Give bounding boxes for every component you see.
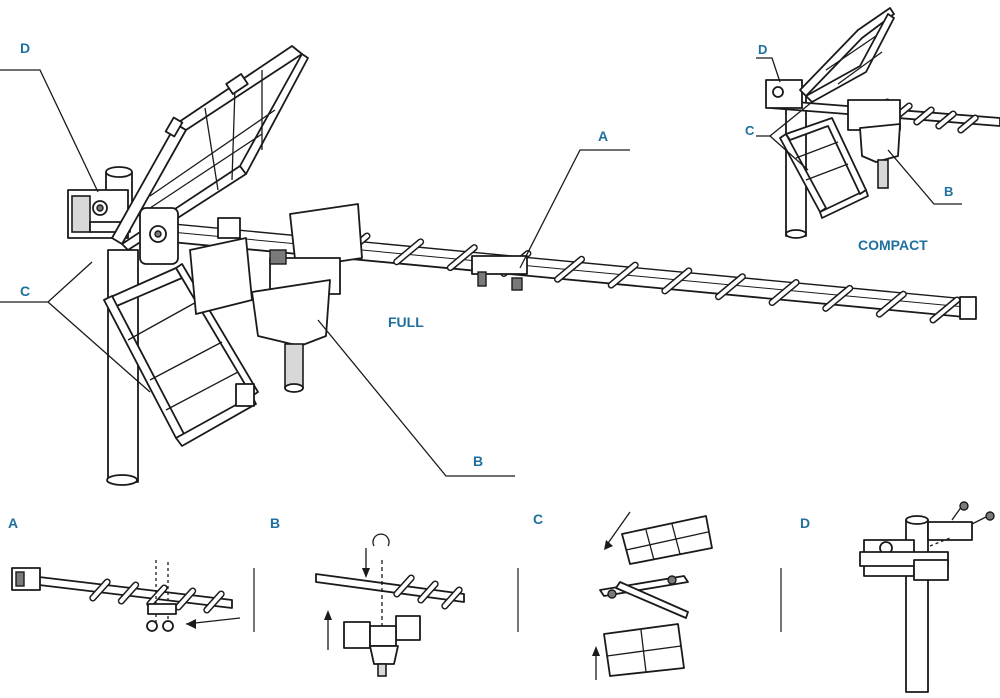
director-rod-fill xyxy=(147,586,167,606)
callout-c-label: C xyxy=(20,283,30,299)
boom-end-cap xyxy=(959,296,977,320)
compact-leader-b xyxy=(887,149,962,205)
mast xyxy=(107,249,139,483)
director-rod-fill xyxy=(119,583,138,603)
compact-callout-d-label: D xyxy=(758,42,767,57)
callout-b-label: B xyxy=(473,453,483,469)
rotate-arrow xyxy=(372,533,390,547)
step-d-illustration xyxy=(859,501,995,693)
compact-upper-reflector xyxy=(799,7,895,103)
director-rod-fill xyxy=(609,263,638,288)
director-rod-fill xyxy=(555,257,584,282)
director-rod-fill xyxy=(662,268,691,293)
director-rod-fill xyxy=(931,298,959,322)
step-d-label: D xyxy=(800,515,810,531)
callout-d-label: D xyxy=(20,40,30,56)
director-rod-fill xyxy=(936,112,956,128)
step-c-label: C xyxy=(533,511,543,527)
leader-d xyxy=(0,69,99,193)
callout-a-label: A xyxy=(598,128,608,144)
full-antenna-illustration xyxy=(0,45,977,486)
director-rod-fill xyxy=(90,580,110,600)
director-rod-fill xyxy=(877,292,906,317)
director-rod-fill xyxy=(823,286,852,311)
compact-lower-reflector xyxy=(779,117,869,219)
mast-base xyxy=(106,474,138,486)
compact-leader-c xyxy=(769,135,809,171)
compact-leader-d xyxy=(756,57,781,83)
director-rod-fill xyxy=(442,588,462,608)
full-caption: FULL xyxy=(388,314,424,330)
dipole-housing xyxy=(189,203,363,393)
director-rod-fill xyxy=(176,589,195,609)
leader-c xyxy=(0,261,93,303)
boom-joint-clamp xyxy=(471,255,528,275)
director-rod-fill xyxy=(958,116,978,132)
director-rod-fill xyxy=(204,592,224,612)
compact-caption: COMPACT xyxy=(858,237,928,253)
step-b-label: B xyxy=(270,515,280,531)
director-rod-fill xyxy=(394,576,414,596)
compact-callout-c-label: C xyxy=(745,123,755,138)
step-a-illustration xyxy=(11,560,241,632)
step-b-illustration xyxy=(315,533,465,677)
director-rod-fill xyxy=(914,108,934,124)
step-a-label: A xyxy=(8,515,18,531)
compact-antenna-illustration xyxy=(756,7,1000,239)
leader-a xyxy=(519,149,630,269)
director-rod-fill xyxy=(394,239,423,264)
director-rod-fill xyxy=(716,274,745,299)
compact-bracket xyxy=(765,79,803,109)
director-rod-fill xyxy=(448,245,477,270)
director-rod-fill xyxy=(770,280,799,305)
leader-b xyxy=(317,319,515,477)
director-rod-fill xyxy=(418,582,438,602)
step-c-illustration xyxy=(592,511,713,680)
compact-callout-b-label: B xyxy=(944,184,953,199)
